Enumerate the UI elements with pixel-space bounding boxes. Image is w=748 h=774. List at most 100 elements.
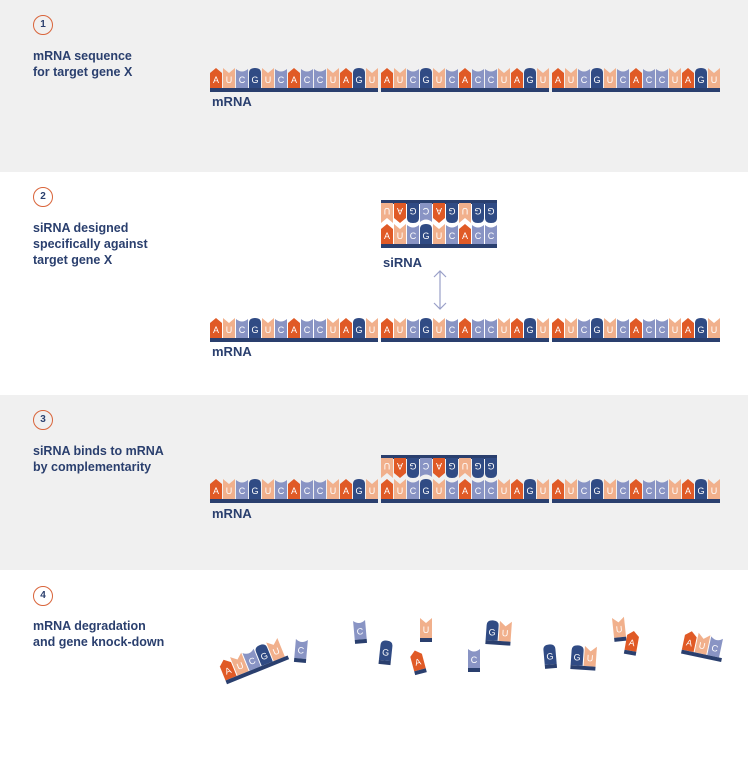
step-4-panel [0,570,748,774]
svg-text:U: U [226,325,233,335]
svg-text:U: U [501,75,508,85]
svg-text:U: U [462,206,469,216]
rna-fragment: C [293,638,308,663]
svg-text:U: U [397,325,404,335]
svg-text:C: C [659,325,666,335]
svg-text:U: U [397,75,404,85]
nucleotide-C: C [656,69,668,88]
nucleotide-U: U [537,68,549,88]
svg-text:U: U [384,206,391,216]
nucleotide-U: U [223,68,235,88]
nucleotide-A: A [433,458,445,478]
nucleotide-G: G [446,458,458,478]
nucleotide-C: C [656,319,668,338]
nucleotide-G: G [524,318,536,338]
svg-text:A: A [291,325,297,335]
rna-fragment: C [468,649,480,672]
nucleotide-G: G [446,203,458,223]
nucleotide-U: U [708,68,720,88]
svg-text:U: U [397,231,404,241]
nucleotide-A [681,631,697,653]
nucleotide-C: C [236,480,248,499]
svg-text:G: G [526,75,533,85]
rna-fragment: U [420,618,432,642]
svg-text:U: U [226,75,233,85]
svg-text:A: A [462,75,468,85]
nucleotide-C: C [275,480,287,499]
svg-text:U: U [672,325,679,335]
svg-text:C: C [449,325,456,335]
nucleotide-A [624,631,639,652]
nucleotide-A: A [340,479,352,499]
svg-text:A: A [514,325,520,335]
nucleotide-U: U [381,203,393,223]
nucleotide-A: A [552,479,564,499]
svg-text:U: U [384,461,391,471]
svg-text:A: A [555,75,561,85]
svg-text:C: C [646,75,653,85]
svg-text:A: A [462,231,468,241]
svg-text:U: U [711,486,718,496]
svg-text:C: C [488,231,495,241]
svg-text:A: A [633,486,639,496]
svg-text:C: C [475,325,482,335]
nucleotide-G: G [249,68,261,88]
nucleotide-A: A [394,458,406,478]
nucleotide-A: A [459,318,471,338]
svg-text:U: U [501,486,508,496]
nucleotide-G: G [485,458,497,478]
svg-text:U: U [568,325,575,335]
svg-text:G: G [697,75,704,85]
svg-text:G: G [355,325,362,335]
nucleotide-A: A [511,318,523,338]
nucleotide-C: C [236,69,248,88]
svg-text:C: C [317,75,324,85]
svg-text:U: U [501,325,508,335]
nucleotide-G: G [485,203,497,223]
svg-text:A: A [343,325,349,335]
nucleotide-G [570,645,584,666]
svg-text:G: G [251,486,258,496]
nucleotide-C: C [578,319,590,338]
nucleotide-C: C [578,480,590,499]
backbone [210,338,378,342]
nucleotide-C: C [643,480,655,499]
step-4-number: 4 [33,586,53,606]
nucleotide-G: G [420,318,432,338]
nucleotide-G [543,644,557,665]
svg-text:A: A [514,486,520,496]
step-2-panel [0,172,748,395]
svg-text:A: A [343,75,349,85]
mrna-label: mRNA [212,94,252,109]
backbone [210,88,378,92]
svg-text:A: A [384,75,390,85]
nucleotide-U [612,616,627,638]
nucleotide-A: A [288,318,300,338]
svg-text:G: G [474,206,481,216]
nucleotide-A: A [210,318,222,338]
svg-text:G: G [697,486,704,496]
mrna-label: mRNA [212,506,252,521]
nucleotide-A [410,650,426,672]
backbone [552,499,720,503]
nucleotide-U: U [262,318,274,338]
svg-text:A: A [436,206,442,216]
nucleotide-C: C [275,319,287,338]
nucleotide-C: C [407,319,419,338]
svg-text:G: G [409,206,416,216]
fragment-sequence: G [546,651,554,662]
nucleotide-C: C [446,319,458,338]
svg-text:G: G [474,461,481,471]
nucleotide-A: A [381,318,393,338]
backbone [381,499,549,503]
svg-text:A: A [555,325,561,335]
backbone [210,499,378,503]
svg-text:G: G [422,231,429,241]
svg-text:C: C [475,486,482,496]
nucleotide-U: U [565,479,577,499]
svg-text:C: C [488,486,495,496]
svg-text:G: G [422,486,429,496]
